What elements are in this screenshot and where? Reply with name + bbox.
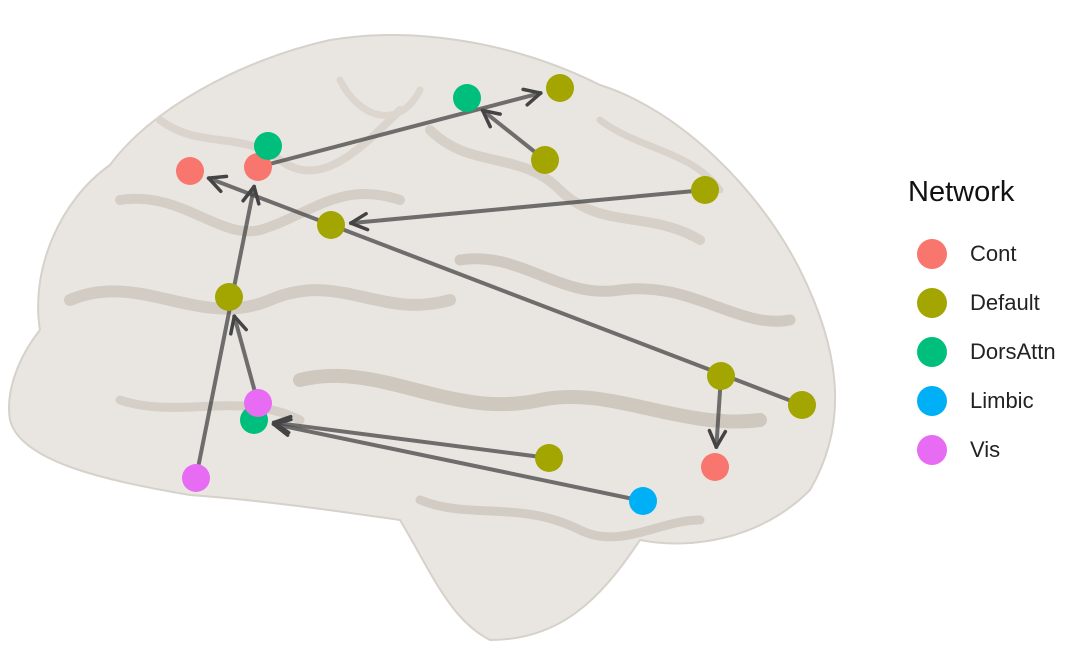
- node-dorsattn-1: [453, 84, 481, 112]
- node-cont-1: [176, 157, 204, 185]
- edge-vis-1-to-cont-2: [194, 184, 261, 480]
- legend-label: Limbic: [970, 387, 1034, 413]
- legend-item-default: Default: [905, 278, 1075, 327]
- legend-swatch: [917, 434, 947, 465]
- node-default-7: [707, 362, 735, 390]
- node-vis-1: [182, 464, 210, 492]
- edge-default-4-to-default-3: [348, 188, 707, 232]
- node-dorsattn-2: [254, 132, 282, 160]
- legend-title: Network: [908, 176, 1015, 208]
- edge-limbic-1-to-dorsattn-3: [271, 417, 645, 503]
- edge-cont-2-to-default-1: [256, 87, 543, 169]
- legend-swatch: [917, 238, 947, 269]
- node-limbic-1: [629, 487, 657, 515]
- node-default-1: [546, 74, 574, 102]
- edge-default-6-to-dorsattn-3: [271, 414, 551, 460]
- edge-default-8-to-cont-1: [206, 174, 804, 407]
- legend-item-limbic: Limbic: [905, 376, 1075, 425]
- legend-swatch: [917, 336, 947, 367]
- node-vis-2: [244, 389, 272, 417]
- node-default-2: [531, 146, 559, 174]
- legend-swatch: [917, 287, 947, 318]
- legend-label: Cont: [970, 240, 1017, 266]
- legend-label: Vis: [970, 436, 1001, 462]
- region-nodes: [176, 74, 816, 515]
- node-default-3: [317, 211, 345, 239]
- legend-swatch: [917, 385, 947, 416]
- node-default-8: [788, 391, 816, 419]
- node-default-4: [691, 176, 719, 204]
- legend-item-dorsattn: DorsAttn: [905, 327, 1075, 376]
- legend-item-vis: Vis: [905, 425, 1075, 474]
- edge-vis-2-to-default-5: [229, 314, 260, 405]
- node-default-5: [215, 283, 243, 311]
- legend-item-cont: Cont: [905, 229, 1075, 278]
- node-default-6: [535, 444, 563, 472]
- legend-label: Default: [970, 289, 1040, 315]
- node-cont-3: [701, 453, 729, 481]
- legend-label: DorsAttn: [970, 338, 1056, 364]
- node-cont-2: [244, 153, 272, 181]
